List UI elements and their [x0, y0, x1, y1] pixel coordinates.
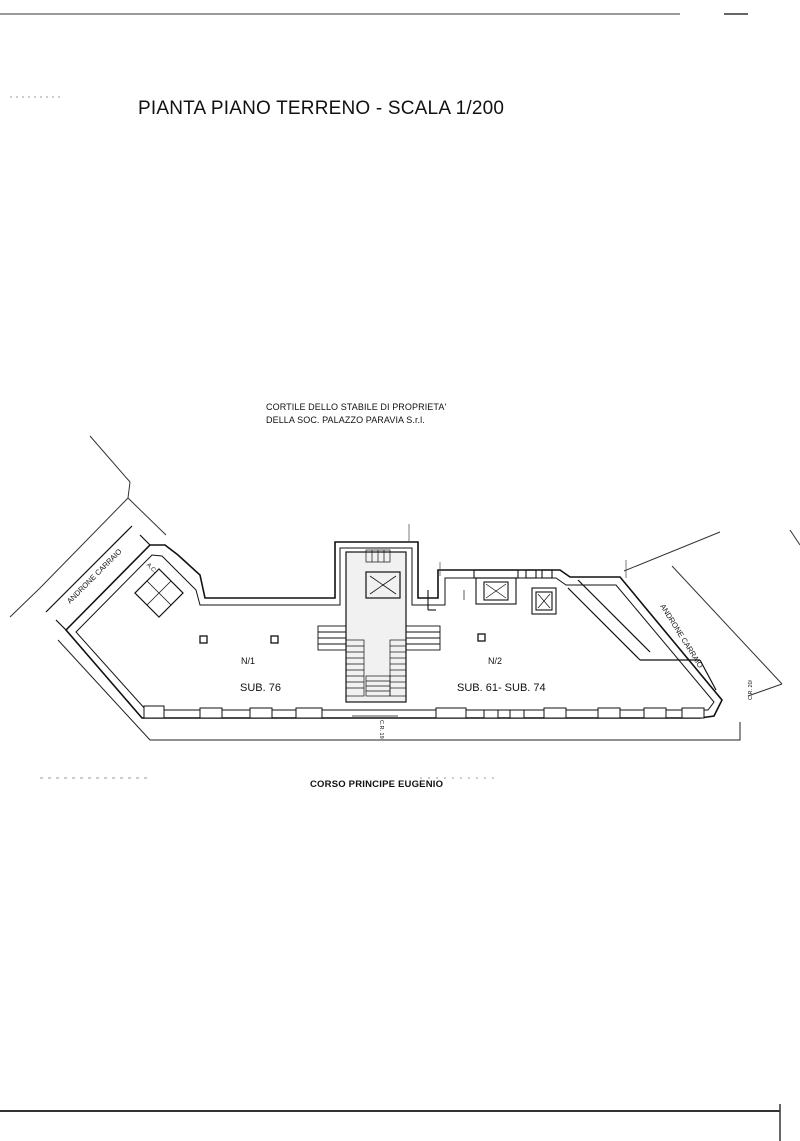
central-stair-core	[317, 549, 441, 717]
left-passage-walls	[45, 525, 151, 631]
lift-shaft-left	[134, 568, 184, 618]
lift-mark-label: A.C.	[145, 562, 158, 575]
scan-artifacts	[0, 13, 781, 1141]
courtyard-label-line1: CORTILE DELLO STABILE DI PROPRIETA'	[266, 402, 447, 412]
street-label: CORSO PRINCIPE EUGENIO	[310, 779, 444, 790]
courtyard-label-line2: DELLA SOC. PALAZZO PARAVIA S.r.l.	[266, 415, 425, 425]
left-passage-label: ANDRONE CARRAIO	[65, 547, 124, 606]
right-passage-walls	[567, 579, 717, 691]
survey-ticks	[408, 524, 627, 578]
stair-dimension-label: C.R. 19	[378, 720, 384, 739]
facade-pilasters	[143, 705, 705, 719]
unit-n1-sub: SUB. 76	[240, 682, 281, 694]
unit-n2-id: N/2	[488, 656, 502, 666]
courtyard-label: CORTILE DELLO STABILE DI PROPRIETA' DELL…	[266, 401, 446, 427]
left-neighbour-boundary	[9, 435, 167, 618]
right-neighbour-boundary	[623, 529, 800, 697]
right-wing-services	[427, 569, 557, 615]
unit-n1-id: N/1	[241, 656, 255, 666]
interior-pillars	[199, 633, 486, 644]
right-dimension-label: C.R. 20/	[748, 679, 754, 700]
drawing-title: PIANTA PIANO TERRENO - SCALA 1/200	[138, 98, 505, 119]
unit-n2-sub: SUB. 61- SUB. 74	[457, 682, 546, 694]
sidewalk-outline	[57, 639, 741, 741]
